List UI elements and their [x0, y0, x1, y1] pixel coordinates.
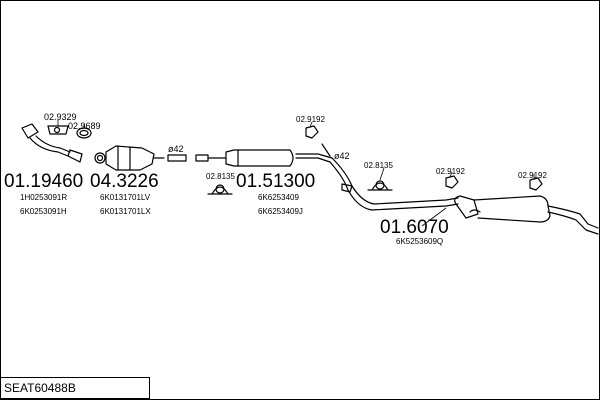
catalyst-drawing — [105, 145, 187, 171]
gasket-number: 02.9329 — [44, 112, 77, 122]
clamp-b-number: 02.8135 — [364, 161, 393, 170]
hanger-3-number: 02.9192 — [518, 171, 547, 180]
hanger-2-number: 02.9192 — [436, 167, 465, 176]
front-pipe-ref-1: 1H0253091R — [20, 193, 67, 202]
hanger-1-drawing — [305, 125, 319, 139]
ring-number: 02.9689 — [68, 121, 101, 131]
catalyst-ring-drawing — [94, 152, 106, 164]
catalyst-ref-2: 6K0131701LX — [100, 207, 151, 216]
tail-pipe-drawing — [321, 143, 459, 211]
hanger-2-drawing — [445, 175, 459, 189]
front-pipe-ref-2: 6K0253091H — [20, 207, 67, 216]
middle-silencer-ref-1: 6K6253409 — [258, 193, 299, 202]
middle-silencer-number: 01.51300 — [236, 171, 315, 192]
hanger-1-number: 02.9192 — [296, 115, 325, 124]
hanger-3-drawing — [529, 177, 543, 191]
clamp-a-number: 02.8135 — [206, 172, 235, 181]
middle-silencer-ref-2: 6K6253409J — [258, 207, 303, 216]
clamp-a-drawing — [207, 184, 233, 195]
clamp-b-drawing — [367, 180, 393, 191]
diameter-2-label: ø42 — [334, 151, 350, 161]
diameter-1-label: ø42 — [168, 144, 184, 154]
middle-silencer-drawing — [225, 149, 333, 167]
rear-silencer-ref-1: 6K5253609Q — [396, 237, 443, 246]
connector-pipe-drawing — [195, 154, 227, 162]
catalyst-ref-1: 6K0131701LV — [100, 193, 151, 202]
front-pipe-number: 01.19460 — [4, 171, 83, 192]
diagram-code-label: SEAT60488B — [0, 377, 150, 399]
catalyst-number: 04.3226 — [90, 171, 159, 192]
rear-silencer-number: 01.6070 — [380, 217, 449, 238]
gasket-drawing — [47, 125, 69, 135]
front-pipe-drawing — [21, 123, 83, 163]
rear-silencer-drawing — [454, 195, 599, 235]
